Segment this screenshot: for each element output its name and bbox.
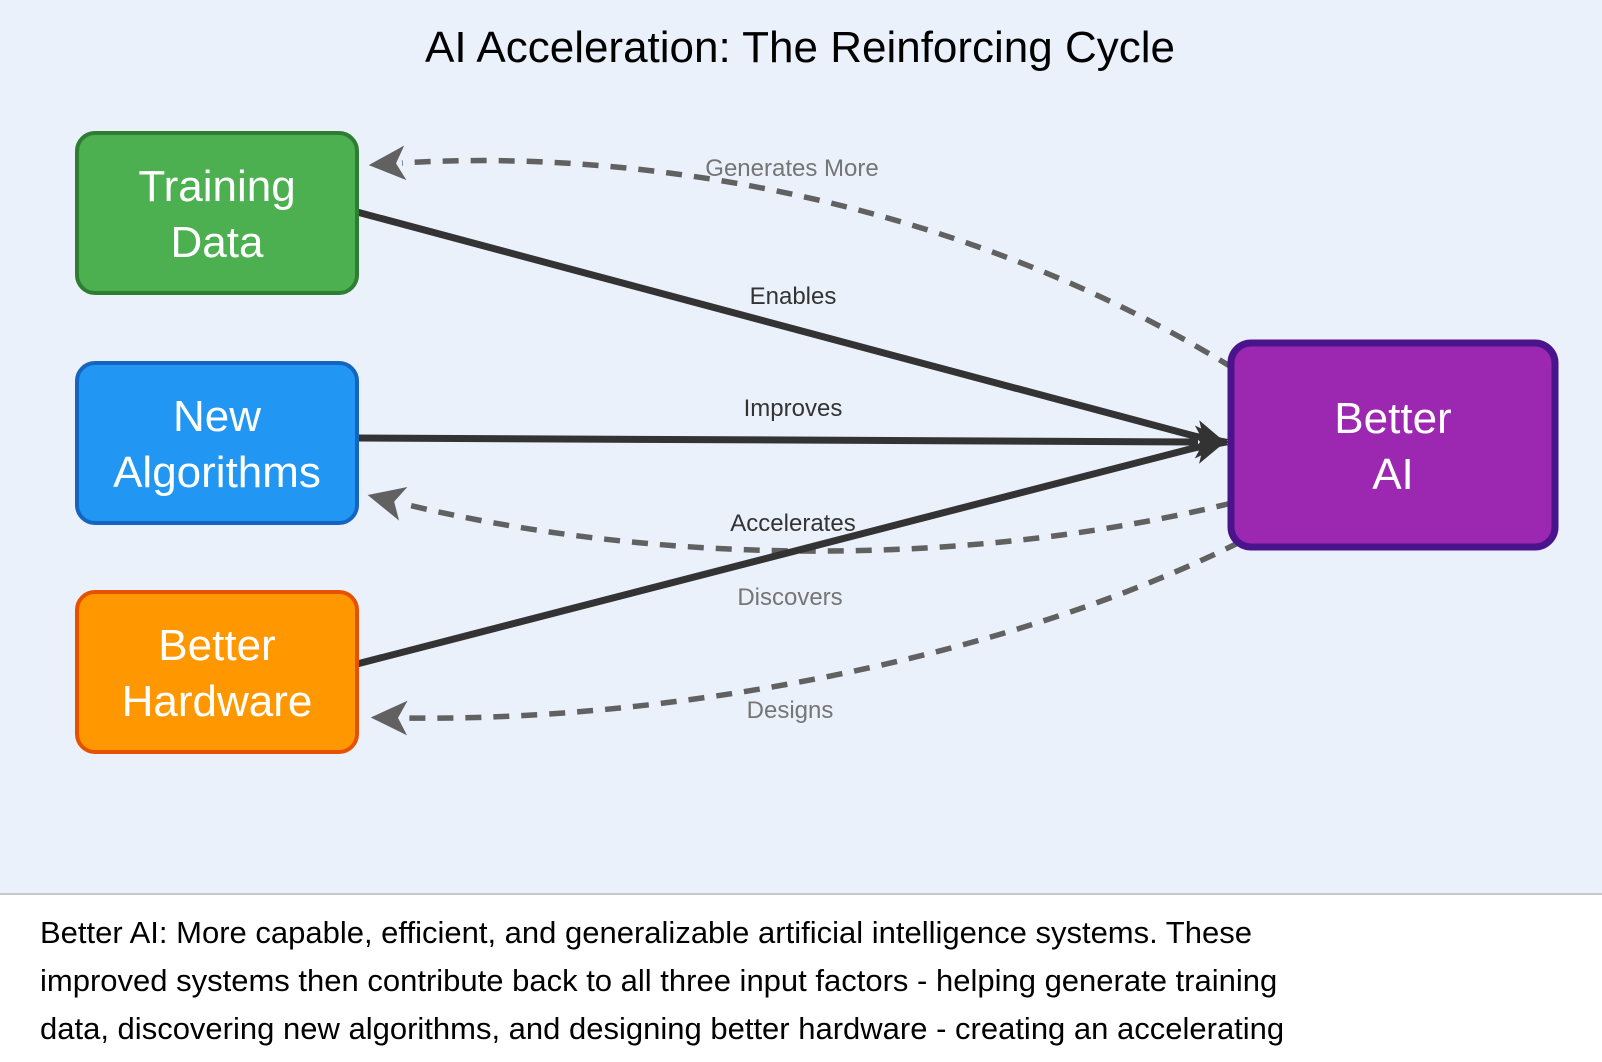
- edge-discovers-label: Discovers: [737, 584, 842, 611]
- caption-line: Better AI: More capable, efficient, and …: [40, 915, 1252, 950]
- caption: Better AI: More capable, efficient, and …: [0, 893, 1602, 1060]
- node-better-hardware: Better Hardware: [75, 590, 359, 754]
- flow-diagram: AI Acceleration: The Reinforcing Cycle G…: [0, 0, 1602, 893]
- edge-designs-label: Designs: [747, 697, 834, 724]
- edge-accelerates-line: [356, 431, 1229, 668]
- edge-generates-more-label: Generates More: [705, 155, 878, 182]
- edge-accelerates-label: Accelerates: [730, 510, 855, 537]
- node-better-ai: Better AI: [1227, 339, 1559, 551]
- node-better-ai-label-line1: Better: [1334, 394, 1451, 443]
- node-training-data-label-line1: Training: [138, 162, 295, 211]
- caption-line: improved systems then contribute back to…: [40, 963, 1278, 998]
- edge-enables-line: [356, 208, 1229, 453]
- node-better-hardware-box: [75, 590, 359, 754]
- node-better-ai-label-line2: AI: [1372, 450, 1414, 499]
- edge-generates-more-line: [368, 145, 1235, 371]
- edge-improves-label: Improves: [744, 395, 843, 422]
- edge-enables-label: Enables: [750, 283, 837, 310]
- edge-designs-line: [370, 539, 1242, 736]
- node-training-data-box: [75, 131, 359, 295]
- diagram-title: AI Acceleration: The Reinforcing Cycle: [425, 23, 1175, 72]
- node-new-algorithms-box: [75, 361, 359, 525]
- diagram-area: AI Acceleration: The Reinforcing Cycle G…: [0, 0, 1602, 893]
- node-new-algorithms: New Algorithms: [75, 361, 359, 525]
- node-new-algorithms-label-line1: New: [173, 392, 261, 441]
- node-better-hardware-label-line1: Better: [158, 621, 275, 670]
- node-training-data-label-line2: Data: [171, 218, 264, 267]
- node-training-data: Training Data: [75, 131, 359, 295]
- node-new-algorithms-label-line2: Algorithms: [113, 448, 321, 497]
- node-better-ai-box: [1227, 339, 1559, 551]
- edge-improves-line: [356, 425, 1230, 459]
- caption-line: data, discovering new algorithms, and de…: [40, 1011, 1285, 1046]
- node-better-hardware-label-line2: Hardware: [122, 677, 313, 726]
